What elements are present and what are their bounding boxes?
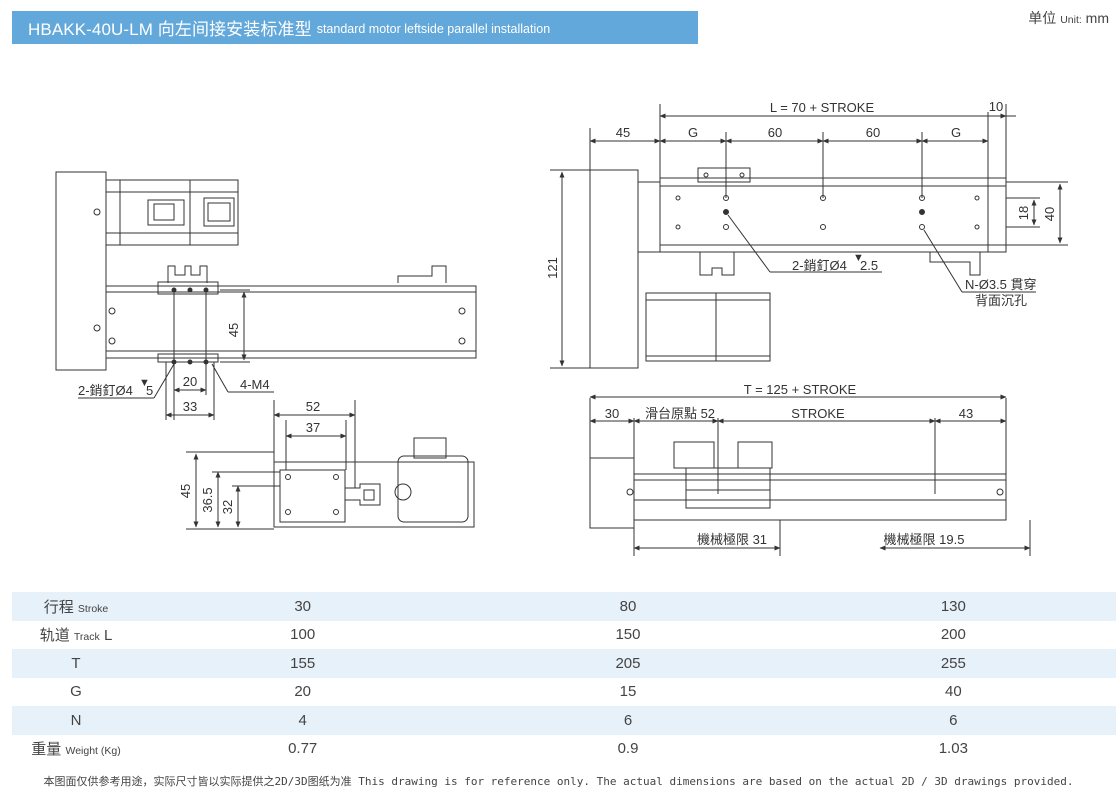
- m4-label: 4-M4: [240, 377, 270, 392]
- pin-depth-right: 2.5: [860, 258, 878, 273]
- row-label-suffix: L: [103, 627, 113, 645]
- table-cell: 1.03: [790, 734, 1116, 763]
- table-cell: 80: [465, 592, 791, 621]
- dim-45-right: 45: [616, 125, 630, 140]
- table-cell: 200: [790, 620, 1116, 649]
- unit-en: Unit:: [1060, 14, 1082, 26]
- row-label-cn: 重量: [31, 741, 62, 759]
- table-cell: 255: [790, 649, 1116, 678]
- title-bar: HBAKK-40U-LM 向左间接安装标准型 standard motor le…: [12, 11, 698, 44]
- dim-36-5: 36.5: [200, 487, 215, 512]
- table-cell: 155: [140, 649, 466, 678]
- row-label-cn: 轨道: [39, 627, 70, 645]
- footnote: 本图面仅供参考用途，实际尺寸皆以实际提供之2D/3D图纸为准 This draw…: [43, 775, 1074, 788]
- dim-60-a: 60: [768, 125, 782, 140]
- left-top-view: [55, 171, 477, 420]
- mech-limit-31: 機械極限 31: [697, 532, 767, 547]
- dim-track-l: L = 70 + STROKE: [770, 100, 875, 115]
- table-cell: 100: [140, 620, 466, 649]
- row-label-en: Stroke: [77, 602, 109, 615]
- dim-10: 10: [989, 99, 1003, 114]
- right-top-view: [550, 104, 1068, 369]
- page-subtitle: standard motor leftside parallel install…: [316, 21, 551, 36]
- dim-52: 52: [306, 399, 320, 414]
- dim-18: 18: [1016, 206, 1031, 220]
- depth-symbol-left: ▼: [139, 377, 150, 389]
- dim-total-t: T = 125 + STROKE: [744, 382, 857, 397]
- dim-40: 40: [1042, 207, 1057, 221]
- table-cell: 150: [465, 620, 791, 649]
- dim-60-b: 60: [866, 125, 880, 140]
- dim-33: 33: [183, 399, 197, 414]
- table-cell: 6: [790, 706, 1116, 735]
- unit-label: 单位 Unit: mm: [1028, 8, 1109, 28]
- hole-label-2: 背面沉孔: [975, 293, 1027, 308]
- left-side-view: [186, 400, 475, 530]
- row-label-cn: G: [70, 683, 82, 701]
- technical-drawing: 45 20 33 2-銷釘Ø4 ▼ 5 4-M4 52 37 45 36.5 3…: [55, 99, 1068, 556]
- table-cell: 0.77: [140, 734, 466, 763]
- dim-43: 43: [959, 406, 973, 421]
- row-label-en: Track: [73, 631, 100, 644]
- row-label: 轨道 Track L: [12, 620, 140, 649]
- row-label-cn: T: [71, 654, 81, 672]
- dim-121: 121: [545, 257, 560, 279]
- dim-stroke: STROKE: [791, 406, 845, 421]
- table-cell: 6: [465, 706, 791, 735]
- dim-37: 37: [306, 420, 320, 435]
- depth-symbol-right: ▼: [853, 252, 864, 264]
- pin-label-left: 2-銷釘Ø4: [78, 383, 133, 398]
- table-cell: 40: [790, 677, 1116, 706]
- row-label-cn: 行程: [43, 598, 74, 616]
- table-cell: 130: [790, 592, 1116, 621]
- unit-value: mm: [1085, 10, 1109, 26]
- dim-origin: 滑台原點 52: [645, 406, 715, 421]
- table-cell: 30: [140, 592, 466, 621]
- table-cell: 205: [465, 649, 791, 678]
- dim-20: 20: [183, 374, 197, 389]
- dim-30: 30: [605, 406, 619, 421]
- pin-depth-left: 5: [146, 383, 153, 398]
- row-label: N: [12, 706, 140, 735]
- dim-45-left: 45: [226, 323, 241, 337]
- row-label: T: [12, 649, 140, 678]
- dim-32: 32: [220, 500, 235, 514]
- dim-g-left: G: [688, 125, 698, 140]
- row-label-en: Weight (Kg): [65, 745, 121, 758]
- dim-45-side: 45: [178, 484, 193, 498]
- row-label: 重量 Weight (Kg): [12, 734, 140, 763]
- unit-cn: 单位: [1028, 10, 1057, 26]
- hole-label: N-Ø3.5 貫穿: [965, 277, 1037, 292]
- table-cell: 4: [140, 706, 466, 735]
- page-title: HBAKK-40U-LM 向左间接安装标准型: [28, 20, 312, 39]
- mech-limit-19-5: 機械極限 19.5: [884, 532, 965, 547]
- dim-g-right: G: [951, 125, 961, 140]
- row-label: 行程 Stroke: [12, 592, 140, 621]
- row-label-cn: N: [70, 711, 82, 729]
- table-cell: 15: [465, 677, 791, 706]
- row-label: G: [12, 677, 140, 706]
- table-cell: 20: [140, 677, 466, 706]
- table-cell: 0.9: [465, 734, 791, 763]
- right-side-view: [589, 394, 1031, 556]
- pin-label-right: 2-銷釘Ø4: [792, 258, 847, 273]
